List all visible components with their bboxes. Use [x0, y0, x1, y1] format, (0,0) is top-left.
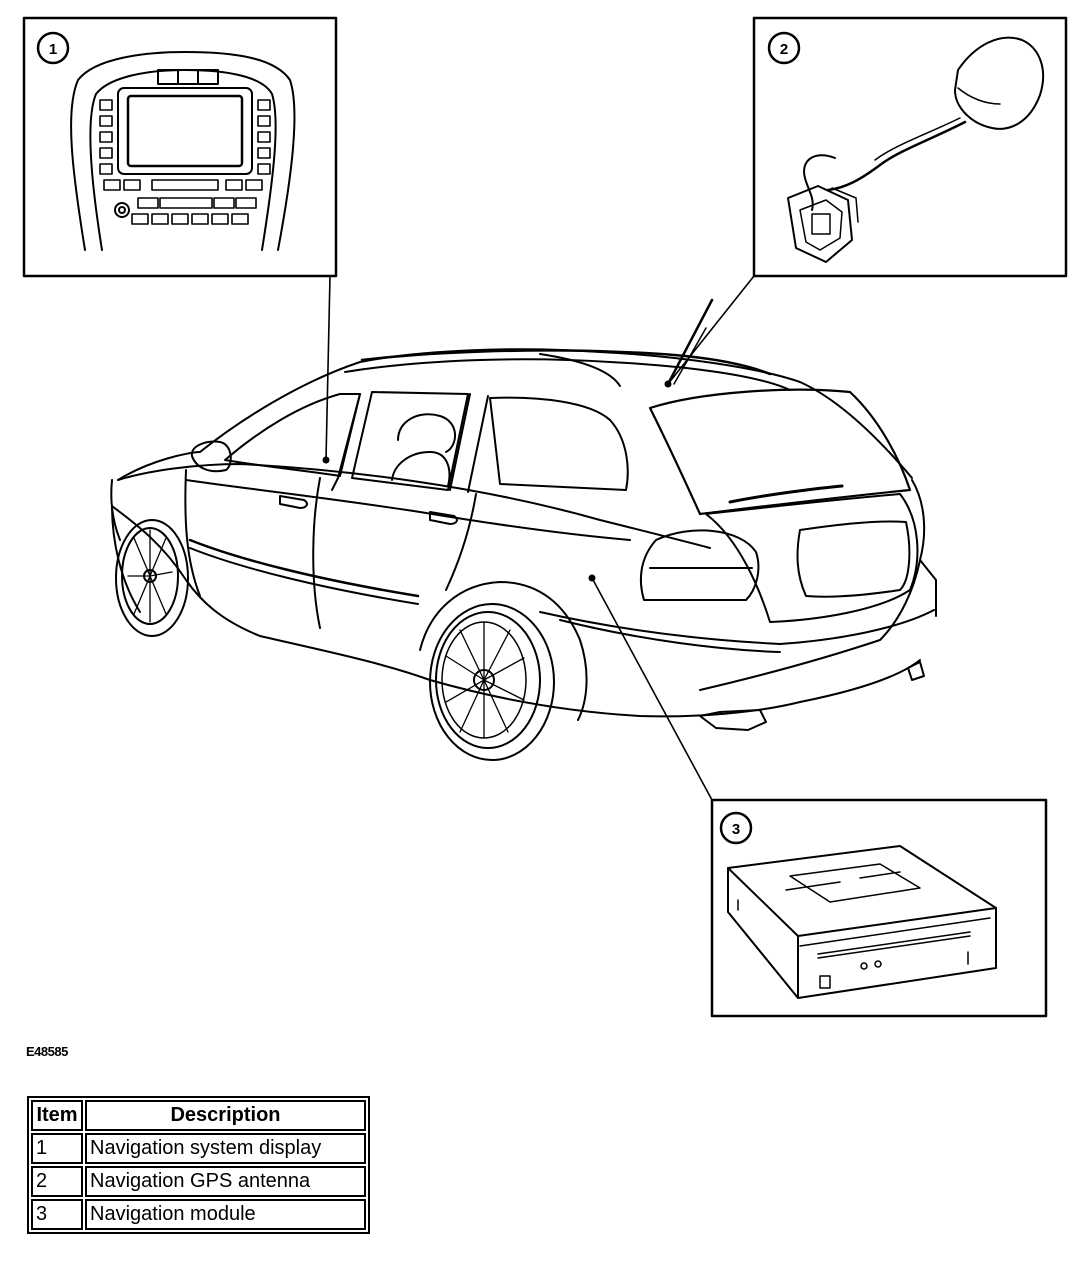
legend-item-number: 1 [31, 1133, 83, 1164]
legend-header-description: Description [85, 1100, 366, 1131]
callout-3-number: 3 [732, 821, 740, 838]
legend-table: Item Description 1 Navigation system dis… [27, 1096, 370, 1234]
legend-row: 3 Navigation module [31, 1199, 366, 1230]
legend-header-item: Item [31, 1100, 83, 1131]
leader-lines [325, 275, 755, 801]
callout-2-number: 2 [780, 41, 788, 58]
legend-row: 1 Navigation system display [31, 1133, 366, 1164]
callout-3-badge: 3 [719, 811, 753, 845]
legend-item-description: Navigation module [85, 1199, 366, 1230]
callout-1-number: 1 [49, 41, 57, 58]
legend-header-row: Item Description [31, 1100, 366, 1131]
inset-navigation-display: 1 [22, 16, 338, 278]
callout-2-badge: 2 [767, 31, 801, 65]
legend-row: 2 Navigation GPS antenna [31, 1166, 366, 1197]
legend-item-description: Navigation system display [85, 1133, 366, 1164]
inset-gps-antenna: 2 [752, 16, 1068, 278]
legend-item-number: 2 [31, 1166, 83, 1197]
legend-item-number: 3 [31, 1199, 83, 1230]
vehicle-illustration [110, 298, 937, 761]
legend-item-description: Navigation GPS antenna [85, 1166, 366, 1197]
callout-1-badge: 1 [36, 31, 70, 65]
inset-navigation-module: 3 [710, 798, 1048, 1018]
figure-code: E48585 [26, 1044, 68, 1059]
